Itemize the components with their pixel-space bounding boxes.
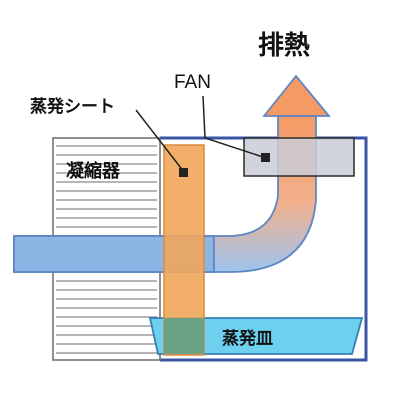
- fan-box: [243, 137, 355, 177]
- tray-label: 蒸発皿: [222, 328, 273, 349]
- exhaust-arrow-head: [262, 74, 331, 117]
- exhaust-arrow: [262, 74, 331, 117]
- sheet-marker: [179, 168, 188, 177]
- sheet-label: 蒸発シート: [30, 96, 115, 117]
- fan-leader: [202, 95, 267, 159]
- leader-lines: [135, 95, 267, 173]
- evaporation-sheet: [163, 144, 205, 356]
- sheet-leader: [135, 109, 185, 173]
- fan: [243, 137, 355, 177]
- exhaust-label: 排熱: [258, 31, 310, 61]
- condenser-label: 凝縮器: [66, 160, 121, 182]
- fan-label: FAN: [174, 72, 211, 93]
- sheet-tray-overlap: [164, 318, 204, 354]
